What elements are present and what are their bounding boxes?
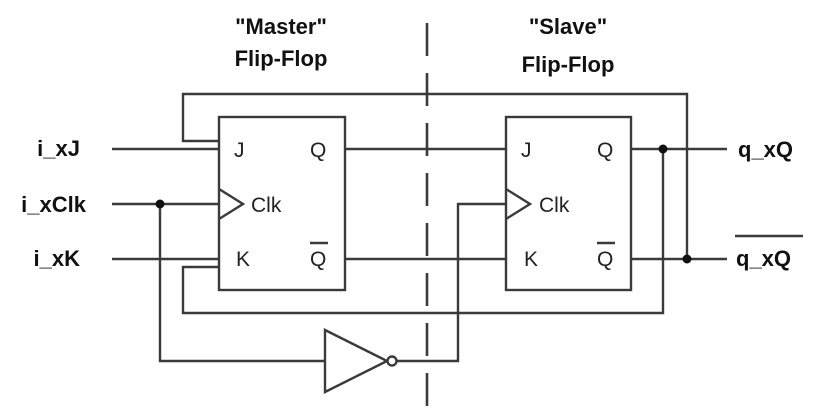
input-label-k: i_xK (34, 246, 81, 271)
master-flip-flop: J Clk K Q Q (217, 115, 347, 292)
master-pin-q: Q (310, 139, 326, 162)
junction-clock (155, 199, 165, 209)
output-label-qbar: q_xQ (736, 246, 791, 271)
master-title-line1: "Master" (235, 14, 327, 39)
slave-title-line1: "Slave" (529, 14, 607, 39)
master-pin-k: K (236, 248, 250, 271)
slave-box (504, 115, 633, 292)
inverter-bubble (386, 355, 398, 367)
slave-pin-qbar: Q (597, 248, 613, 271)
wire-inverter-to-slave-clk (397, 202, 506, 363)
wire-clock-to-inverter (158, 204, 325, 363)
slave-pin-q: Q (597, 139, 613, 162)
slave-title-line2: Flip-Flop (522, 52, 615, 77)
slave-pin-k: K (524, 248, 538, 271)
junction-q (658, 144, 668, 154)
slave-flip-flop: J Clk K Q Q (504, 115, 633, 292)
master-pin-qbar: Q (310, 248, 326, 271)
input-label-j: i_xJ (37, 136, 80, 161)
master-pin-clk: Clk (251, 194, 282, 217)
slave-pin-j: J (521, 139, 532, 162)
inverter-gate (323, 328, 390, 394)
master-clock-triangle-icon (218, 187, 246, 221)
slave-pin-clk: Clk (539, 194, 570, 217)
output-label-q: q_xQ (738, 137, 793, 162)
master-title-line2: Flip-Flop (235, 46, 328, 71)
master-pin-j: J (234, 139, 245, 162)
junction-qbar (682, 254, 692, 264)
slave-clock-triangle-icon (505, 187, 533, 221)
input-label-clk: i_xClk (21, 192, 87, 217)
